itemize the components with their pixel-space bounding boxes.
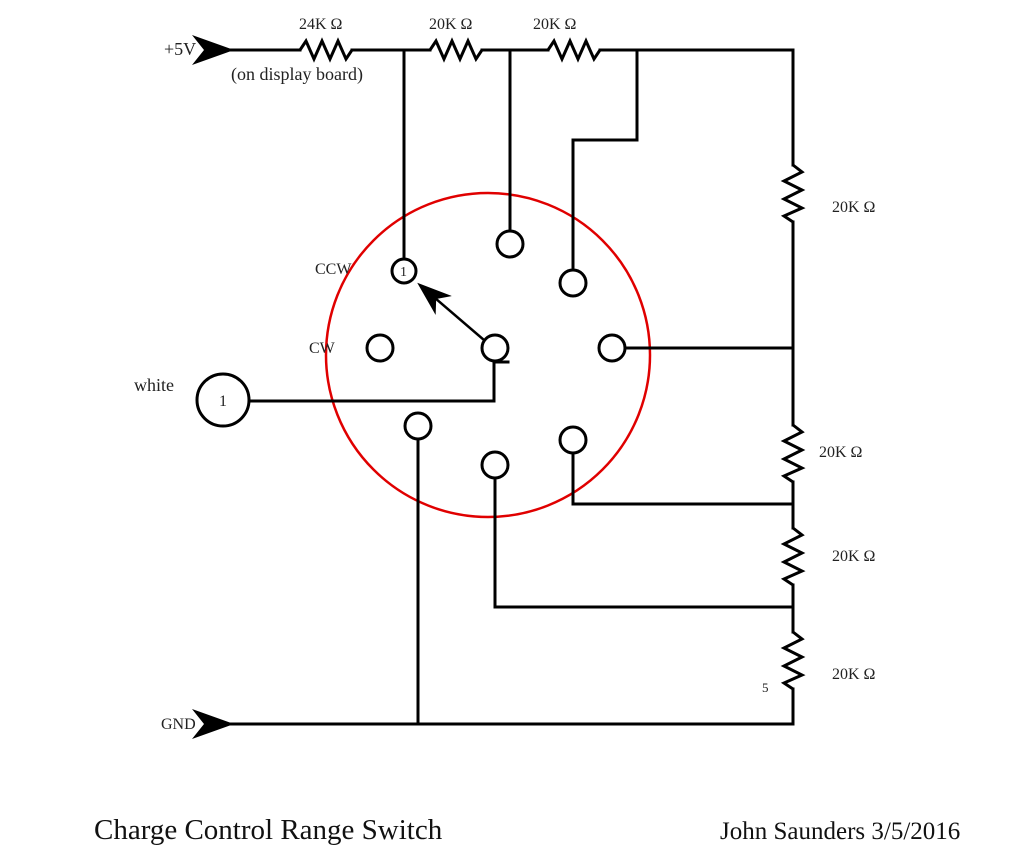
resistor-r4-label: 20K Ω [832,199,876,216]
gnd-label: GND [161,716,196,733]
terminal-5 [558,425,588,455]
wire-tap-t6 [493,475,795,609]
resistor-r5-label: 20K Ω [819,444,863,461]
switch-body [324,191,652,519]
resistor-r6 [780,526,806,587]
resistor-r7-marker: 5 [762,680,769,695]
terminal-3 [558,268,588,298]
resistor-r1-label: 24K Ω [299,16,343,33]
resistor-r4 [780,163,806,224]
connector-pin-label: 1 [219,393,227,410]
resistor-r3 [546,37,602,63]
resistor-r7 [780,630,806,691]
wire-tap-t3 [571,48,639,273]
connector-label: white [134,375,174,395]
terminal-6 [480,450,510,480]
resistor-r5 [780,423,806,484]
vcc-note: (on display board) [231,64,363,85]
vcc-label: +5V [164,39,196,59]
cw-label: CW [309,340,336,357]
resistor-r1 [298,37,354,63]
resistor-r2-label: 20K Ω [429,16,473,33]
resistor-r6-label: 20K Ω [832,548,876,565]
terminal-1 [390,257,418,285]
terminal-4 [597,333,627,363]
resistor-r7-label: 20K Ω [832,666,876,683]
wire-rotor-common [247,358,496,403]
rotor-arrow [417,282,486,342]
terminal-1-label: 1 [400,265,407,280]
resistor-r2 [428,37,484,63]
ccw-label: CCW [315,261,352,278]
connector-white [195,372,251,428]
author-date: John Saunders 3/5/2016 [720,818,960,845]
resistor-r3-label: 20K Ω [533,16,577,33]
wire-tap-t5 [571,450,795,506]
terminal-7 [403,411,433,441]
diagram-title: Charge Control Range Switch [94,814,443,846]
terminal-2 [495,229,525,259]
terminal-cw [365,333,395,363]
terminal-rotor [480,333,510,363]
